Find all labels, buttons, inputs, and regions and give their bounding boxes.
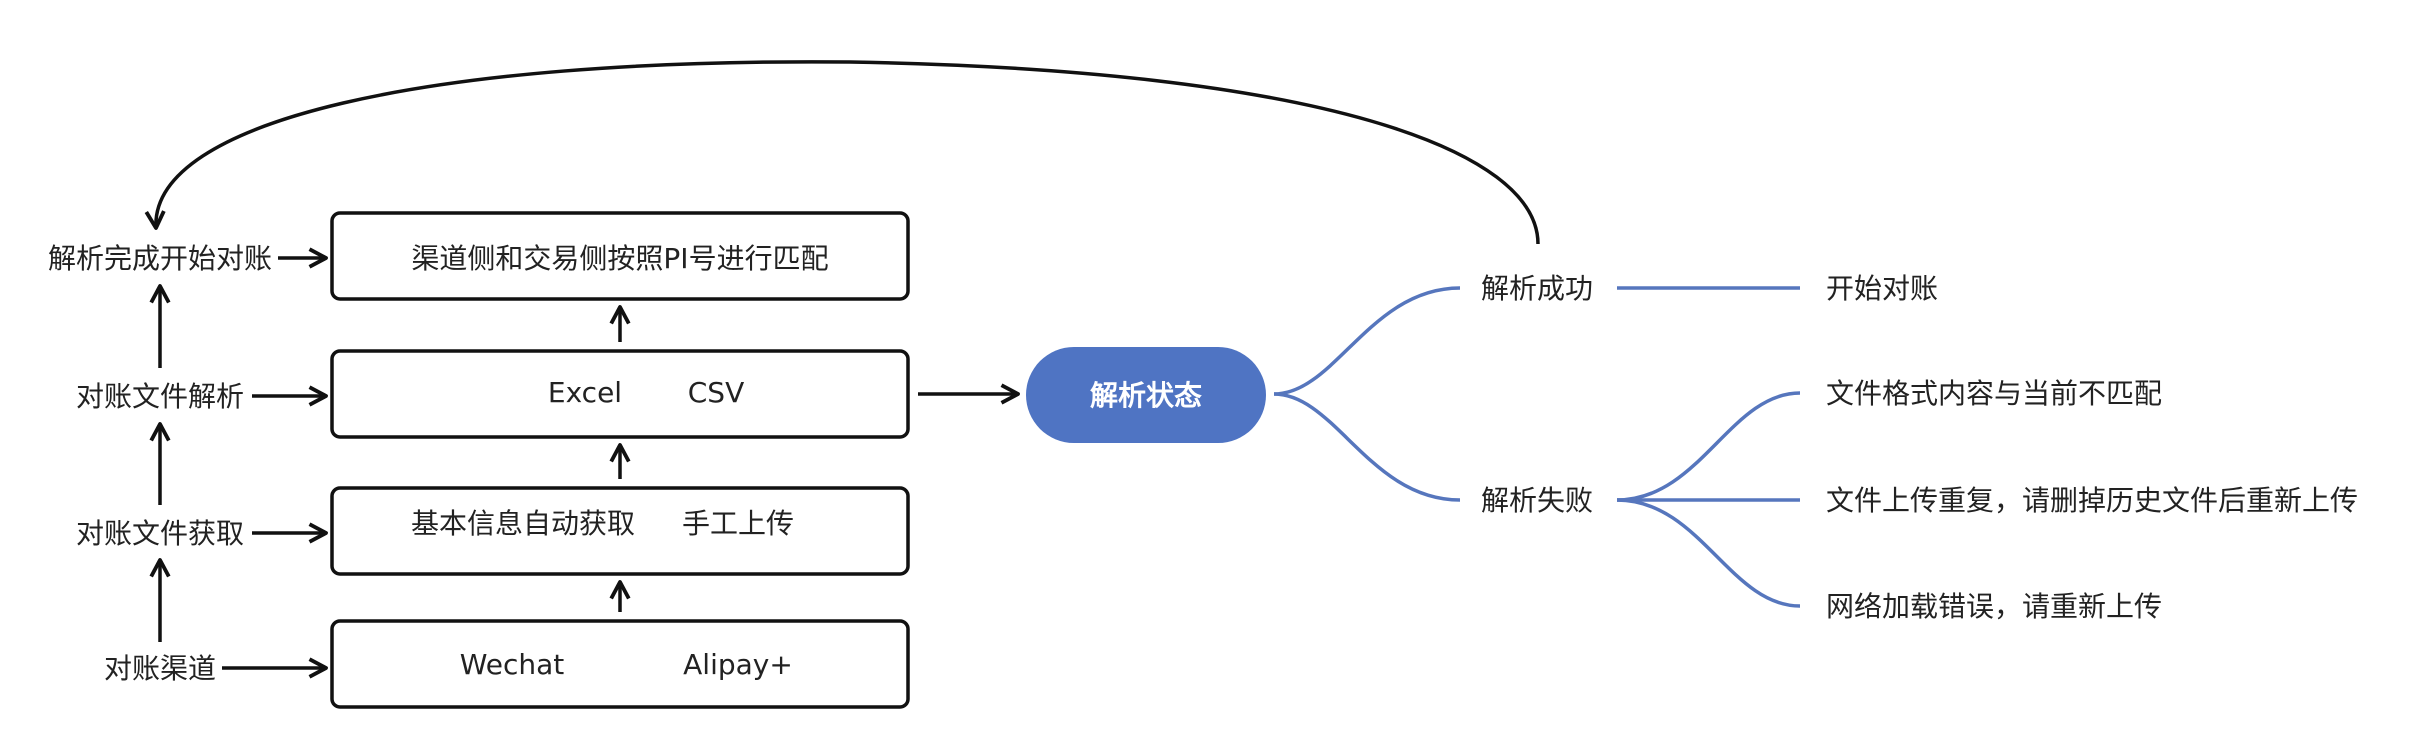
- side-label-channel: 对账渠道: [104, 652, 216, 685]
- box-channels-alipay: Alipay+: [683, 648, 793, 681]
- box-channels-wechat: Wechat: [460, 648, 565, 681]
- branch-failure-child-3: [1616, 498, 1801, 608]
- failure-child-format: 文件格式内容与当前不匹配: [1826, 377, 2162, 410]
- status-node: 解析状态: [1026, 347, 1266, 443]
- node-success: 解析成功: [1481, 272, 1593, 305]
- side-label-file-fetch: 对账文件获取: [76, 517, 244, 550]
- status-node-label: 解析状态: [1090, 379, 1202, 412]
- side-label-start-reconcile: 解析完成开始对账: [48, 242, 272, 275]
- failure-child-network: 网络加载错误，请重新上传: [1826, 590, 2162, 623]
- box-fetch-manual: 手工上传: [682, 507, 794, 540]
- branch-failure-child-1: [1616, 391, 1801, 502]
- box-formats-csv: CSV: [688, 376, 744, 409]
- node-failure: 解析失败: [1481, 484, 1593, 517]
- success-child-start: 开始对账: [1826, 272, 1938, 305]
- box-match-text: 渠道侧和交易侧按照PI号进行匹配: [411, 242, 828, 275]
- side-label-file-parse: 对账文件解析: [76, 380, 244, 413]
- branch-failure: [1273, 392, 1461, 502]
- box-channels: Wechat Alipay+: [330, 619, 910, 709]
- box-match: 渠道侧和交易侧按照PI号进行匹配: [330, 211, 910, 301]
- failure-child-duplicate: 文件上传重复，请删掉历史文件后重新上传: [1826, 484, 2358, 517]
- box-fetch: 基本信息自动获取 手工上传: [330, 486, 910, 576]
- return-arrow: [144, 60, 1540, 245]
- box-fetch-auto: 基本信息自动获取: [411, 507, 635, 540]
- branch-success: [1273, 286, 1461, 396]
- box-formats: Excel CSV: [330, 349, 910, 439]
- box-formats-excel: Excel: [548, 376, 622, 409]
